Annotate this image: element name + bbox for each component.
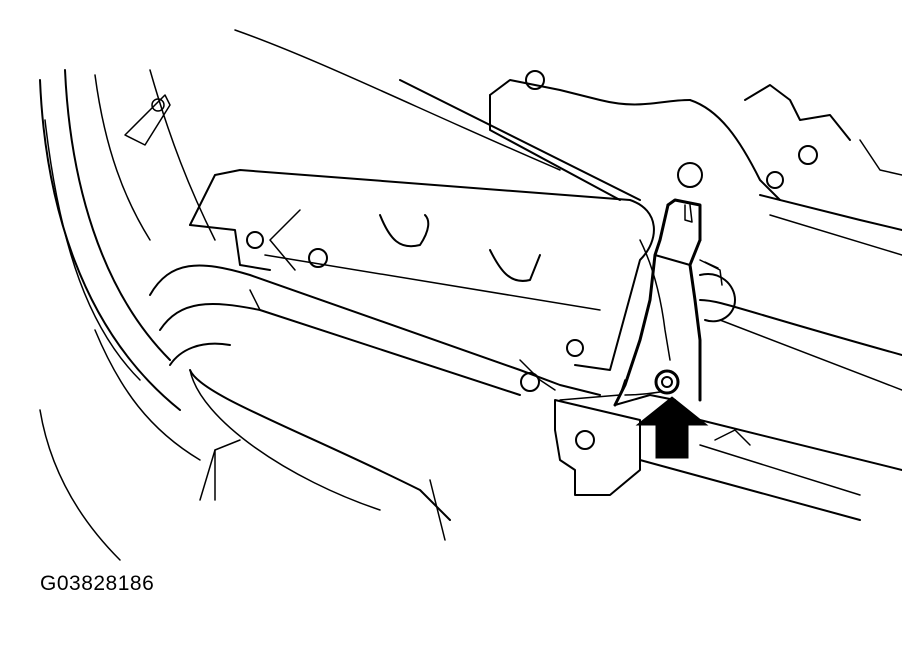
figure-id-label: G03828186 xyxy=(40,572,155,595)
upper-housing xyxy=(234,29,902,256)
bracket xyxy=(613,198,723,407)
left-panel-lines xyxy=(39,69,216,561)
bolt xyxy=(654,369,680,395)
lower-rail xyxy=(149,264,641,541)
right-shaft xyxy=(639,273,902,521)
manifold-block xyxy=(189,169,655,371)
up-arrow-icon xyxy=(635,396,709,459)
